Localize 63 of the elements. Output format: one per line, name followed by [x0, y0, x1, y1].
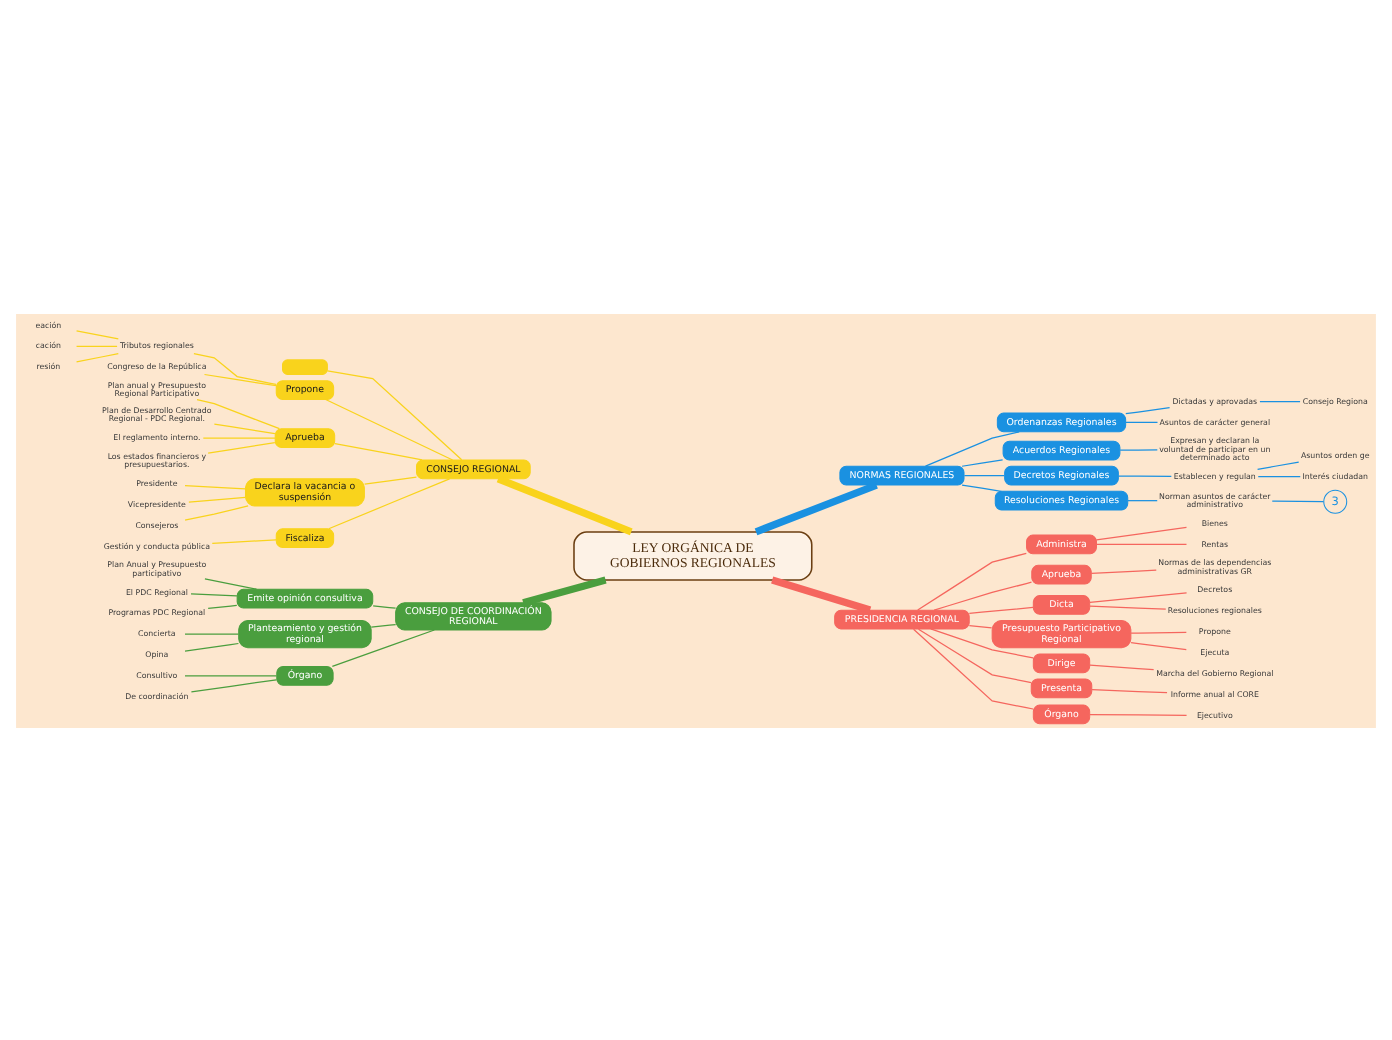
connector [1089, 591, 1188, 602]
connector [968, 624, 993, 628]
connector [1089, 604, 1167, 609]
connector [912, 627, 1034, 709]
connector [370, 622, 397, 627]
connector [190, 592, 238, 596]
connector [184, 504, 249, 520]
connector [1089, 713, 1188, 715]
connector [75, 344, 118, 346]
node-box [282, 358, 328, 374]
connector [961, 483, 1002, 491]
connector [961, 458, 1004, 466]
connector [1127, 499, 1158, 501]
connector [196, 397, 280, 429]
connector [193, 352, 277, 385]
connector [184, 632, 240, 634]
connector [213, 422, 276, 434]
connector [963, 474, 1005, 476]
connector [1089, 663, 1155, 670]
connector [1095, 525, 1188, 540]
connector [75, 329, 119, 339]
connector [968, 605, 1034, 613]
connector [184, 483, 247, 489]
connector [334, 441, 423, 460]
connector [184, 641, 240, 651]
connector [1130, 641, 1187, 650]
connector [331, 628, 435, 667]
connector [190, 678, 278, 692]
connector [522, 575, 607, 606]
connector [1117, 474, 1172, 476]
connector [202, 436, 276, 438]
connector [1125, 420, 1159, 423]
connector [326, 369, 463, 460]
connector [328, 477, 451, 529]
connector [204, 577, 258, 589]
connector [771, 575, 872, 613]
connector [1271, 499, 1325, 502]
connector [1119, 448, 1158, 450]
connector [1259, 399, 1301, 402]
connector [917, 551, 1027, 610]
connector [211, 538, 277, 544]
connector [1130, 630, 1187, 633]
connector [930, 627, 1034, 658]
connector [917, 627, 1032, 683]
connector [364, 475, 418, 484]
connector [75, 352, 119, 362]
connector [754, 480, 878, 535]
connector [203, 372, 277, 386]
connector [924, 430, 1020, 466]
connector [1095, 542, 1188, 545]
connector [1090, 568, 1157, 573]
connector [188, 495, 246, 502]
connector [207, 441, 276, 453]
connector [1125, 406, 1171, 414]
connector [207, 603, 238, 608]
connector [1091, 687, 1168, 693]
connector [496, 474, 633, 535]
connector [372, 604, 397, 608]
connector [1257, 475, 1301, 477]
connector [184, 674, 278, 676]
connector [933, 580, 1033, 610]
connector [1256, 460, 1300, 469]
connector [325, 397, 454, 460]
